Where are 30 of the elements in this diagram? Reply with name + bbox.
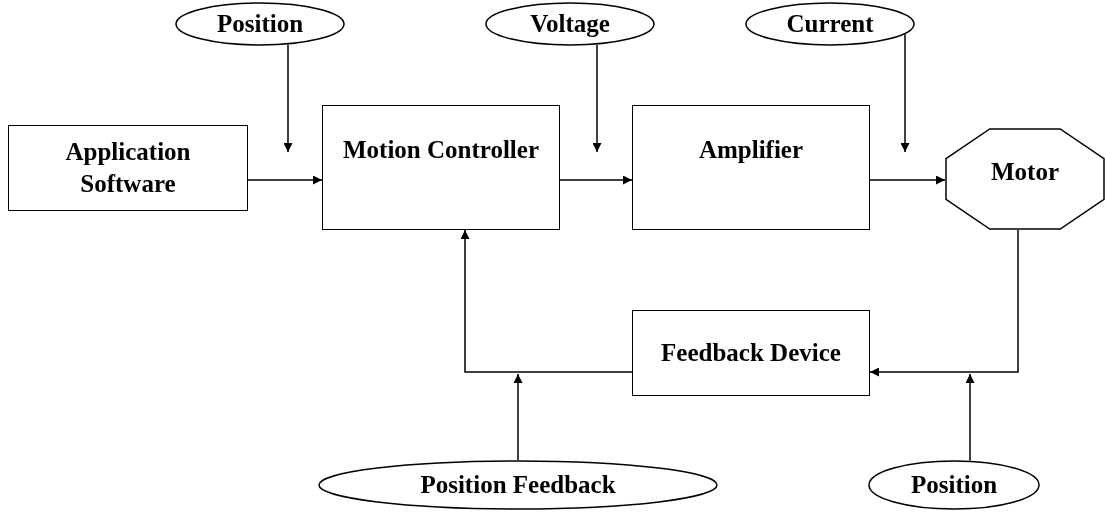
node-label: Motor (990, 157, 1060, 187)
node-label: Position (909, 470, 999, 500)
node-label: Feedback Device (660, 338, 842, 368)
node-label: Voltage (529, 9, 611, 39)
arrow (283, 44, 293, 153)
arrow (460, 229, 633, 373)
node-label: Position (215, 9, 305, 39)
ellipse-node (868, 460, 1040, 510)
process-box (632, 310, 870, 396)
process-box (8, 125, 248, 211)
arrow (592, 44, 602, 153)
node-label: Current (785, 9, 875, 39)
process-box (322, 105, 560, 230)
ellipse-node (745, 2, 915, 46)
process-box (632, 105, 870, 230)
node-label: Position Feedback (419, 470, 617, 500)
node-label: Amplifier (697, 135, 805, 165)
arrow (869, 229, 1019, 377)
node-label: Motion Controller (341, 135, 540, 165)
arrow (513, 373, 523, 461)
arrow (965, 373, 975, 462)
ellipse-node (175, 2, 345, 46)
octagon-node (945, 128, 1105, 230)
arrow (559, 175, 633, 185)
ellipse-node (485, 2, 655, 46)
node-label: Application Software (64, 137, 192, 199)
arrow (869, 175, 946, 185)
ellipse-node (318, 460, 718, 510)
arrow (247, 175, 323, 185)
arrow (900, 33, 910, 153)
